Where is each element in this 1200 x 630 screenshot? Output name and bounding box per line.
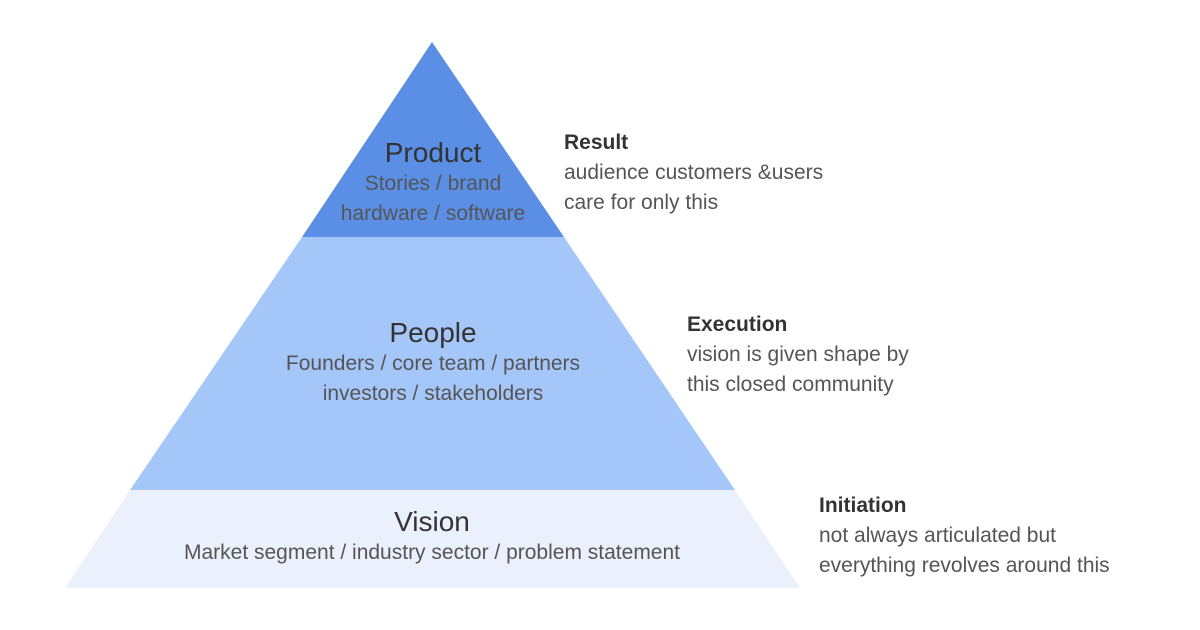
people-line-2: investors / stakeholders — [322, 382, 544, 405]
product-tier-text: Product Stories / brand hardware / softw… — [283, 137, 583, 229]
initiation-note: Initiation not always articulated but ev… — [819, 491, 1110, 581]
execution-line-2: this closed community — [687, 373, 894, 396]
vision-line-1: Market segment / industry sector / probl… — [183, 541, 681, 564]
vision-title: Vision — [394, 506, 470, 537]
people-title: People — [389, 317, 477, 348]
execution-note: Execution vision is given shape by this … — [687, 310, 909, 400]
product-line-2: hardware / software — [340, 202, 526, 225]
product-line-1: Stories / brand — [364, 172, 502, 195]
execution-line-1: vision is given shape by — [687, 343, 909, 366]
vision-tier-shape — [65, 490, 800, 588]
vision-tier-text: Vision Market segment / industry sector … — [132, 506, 732, 568]
result-line-1: audience customers &users — [564, 161, 824, 184]
result-note: Result audience customers &users care fo… — [564, 128, 823, 218]
people-tier-shape — [130, 237, 735, 490]
people-line-1: Founders / core team / partners — [285, 352, 581, 375]
initiation-line-2: everything revolves around this — [819, 554, 1110, 577]
result-line-2: care for only this — [564, 191, 719, 214]
initiation-title: Initiation — [819, 494, 907, 517]
execution-title: Execution — [687, 313, 788, 336]
initiation-line-1: not always articulated but — [819, 524, 1056, 547]
product-title: Product — [384, 137, 482, 168]
result-title: Result — [564, 131, 629, 154]
people-tier-text: People Founders / core team / partners i… — [233, 317, 633, 409]
product-tier-shape — [302, 42, 564, 237]
